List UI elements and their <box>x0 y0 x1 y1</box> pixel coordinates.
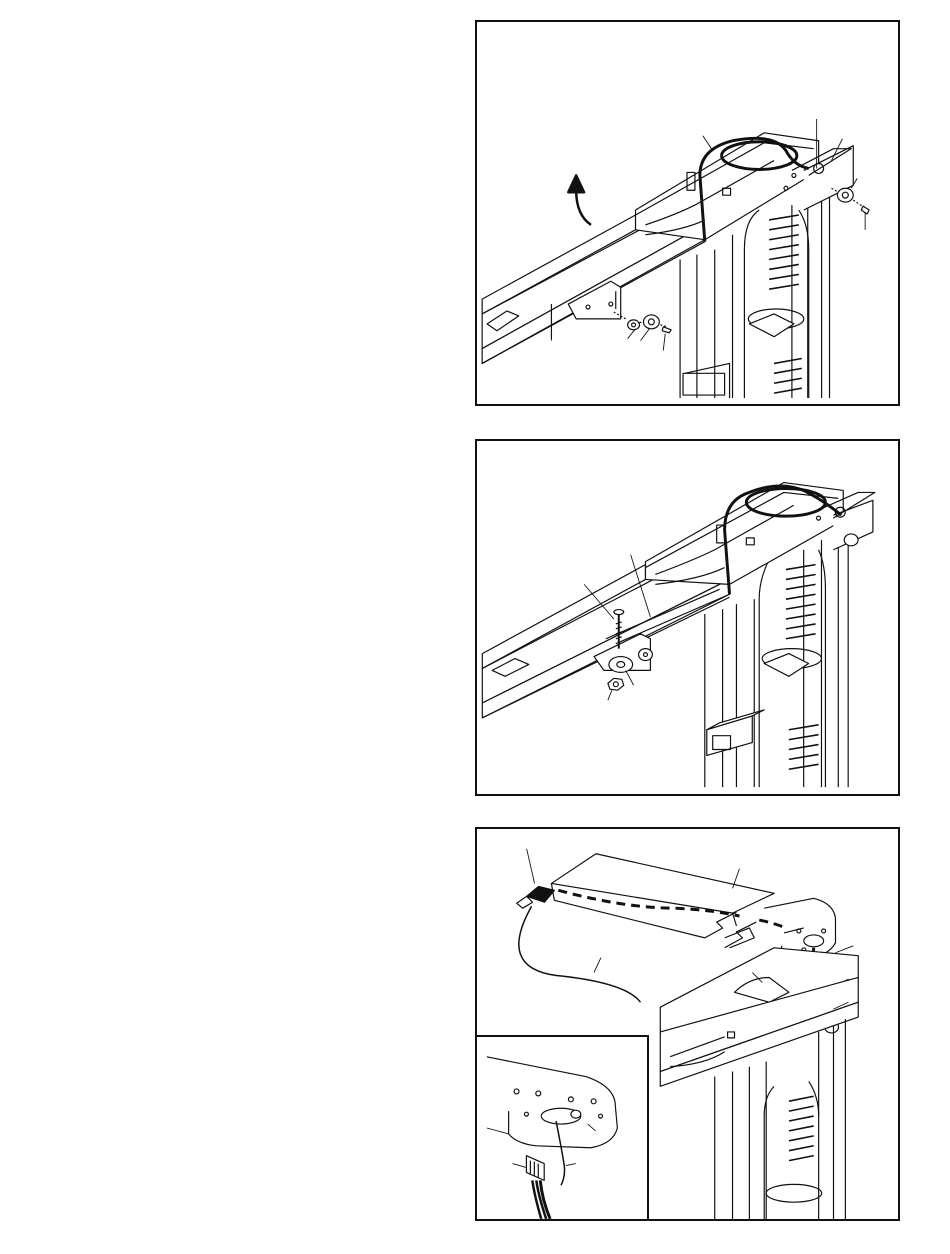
console-cover <box>551 854 835 958</box>
hardware-bottom <box>614 312 671 333</box>
console-base <box>636 133 854 240</box>
figure-1-drawing <box>477 22 898 404</box>
figure-3-panel <box>475 827 900 1221</box>
motor-housing <box>759 550 825 787</box>
nut-icon <box>608 678 624 690</box>
figure-2-drawing <box>477 441 898 794</box>
inset-drawing <box>477 1037 647 1219</box>
figure-2-panel <box>475 439 900 796</box>
console-base <box>645 483 874 585</box>
figure-1-panel <box>475 20 900 406</box>
figure-3-inset <box>477 1035 649 1219</box>
curved-arrow-icon <box>568 175 591 224</box>
left-text-column <box>0 0 460 1254</box>
motor-housing <box>744 210 808 398</box>
lower-frame <box>660 948 858 1219</box>
